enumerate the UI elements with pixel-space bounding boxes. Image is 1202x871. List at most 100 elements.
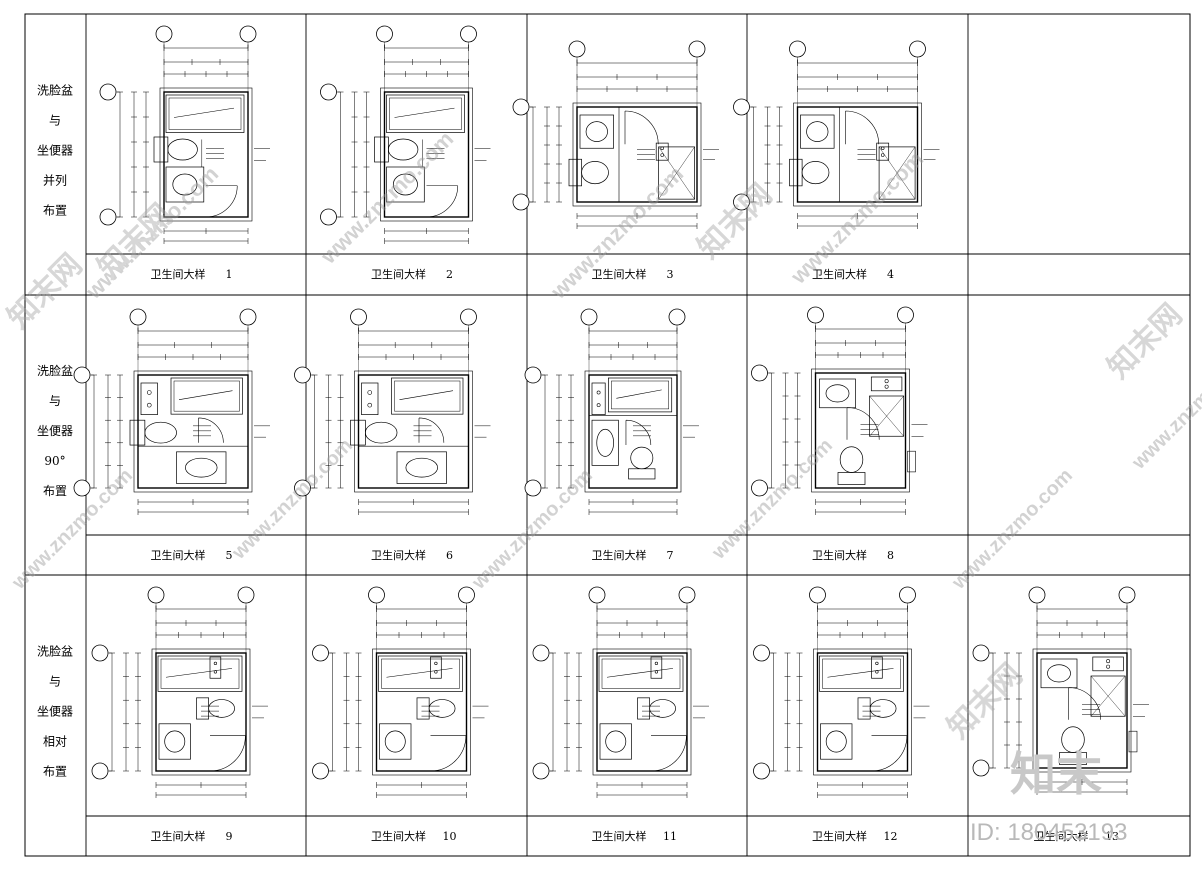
bath-tub-inner (381, 658, 460, 689)
vanity-knob (1106, 664, 1111, 669)
room-wall-outer (584, 370, 682, 493)
tub-line (606, 668, 674, 678)
axis-bubble (312, 644, 329, 662)
basin-bowl (596, 428, 614, 457)
caption-title: 卫生间大样 (592, 267, 647, 281)
vanity (655, 142, 669, 161)
shower-tray (878, 146, 916, 200)
toilet-tank (568, 158, 582, 187)
watermark-text: www.znzmo.com (315, 126, 458, 269)
axis-bubble (972, 644, 990, 662)
caption-number: 11 (663, 830, 677, 843)
vanity (870, 376, 903, 392)
axis-bubble (460, 308, 477, 326)
room-wall-outer (151, 648, 251, 776)
basin-counter (165, 166, 205, 203)
toilet-bowl (144, 421, 177, 444)
door-swing (198, 417, 224, 443)
row-label-text: 布置 (43, 204, 67, 218)
axis-bubble (147, 586, 165, 604)
bath-tub-inner (160, 658, 240, 689)
vanity-knob (880, 146, 885, 150)
row-label-text: 坐便器 (37, 705, 73, 719)
caption-title: 卫生间大样 (592, 829, 647, 843)
id-label: ID: 180453193 (970, 819, 1127, 846)
door-swing (418, 417, 445, 443)
basin-counter (379, 723, 412, 760)
vanity-knob (875, 661, 879, 665)
row-label-text: 洗脸盆 (37, 645, 73, 659)
axis-bubble (753, 644, 770, 662)
room-wall-outer (592, 648, 692, 776)
vent (1128, 730, 1138, 753)
vanity (1092, 656, 1124, 672)
room-wall (1036, 652, 1128, 769)
row-label-text: 布置 (43, 484, 67, 498)
vanity-knob (213, 661, 217, 665)
vanity (430, 656, 442, 679)
bath-tub (165, 94, 245, 133)
toilet-bowl (801, 161, 830, 185)
vent (907, 450, 916, 473)
watermark-cn: 知末网 (942, 658, 1029, 745)
basin-counter (591, 419, 619, 466)
vanity-knob (367, 390, 373, 395)
axis-bubble (294, 366, 311, 384)
vanity-knob (880, 153, 885, 157)
axis-bubble (458, 586, 475, 604)
toilet-bowl (1061, 726, 1085, 753)
axis-bubble (532, 762, 550, 780)
toilet-tank (789, 158, 803, 187)
vanity-knob (146, 390, 152, 395)
basin-counter (819, 378, 856, 409)
axis-bubble (568, 40, 586, 58)
basin-counter (158, 723, 191, 760)
room-wall-outer (793, 102, 922, 207)
axis-bubble (73, 366, 91, 384)
bath-tub-inner (389, 97, 462, 130)
floor-plan (972, 586, 1149, 795)
axis-bubble (678, 586, 696, 604)
axis-bubble (237, 586, 255, 604)
basin-counter (396, 451, 447, 484)
toilet-tank (837, 472, 866, 485)
toilet-bowl (839, 446, 864, 473)
room-wall (816, 652, 909, 772)
floor-plan (733, 40, 940, 229)
bath-tub-inner (601, 658, 681, 689)
row-label-text: 90° (44, 454, 65, 468)
caption-title: 卫生间大样 (592, 548, 647, 562)
watermark-cn: 知末网 (1102, 298, 1189, 385)
axis-bubble (350, 308, 367, 326)
caption-number: 5 (226, 549, 233, 562)
axis-bubble (524, 366, 542, 384)
floor-plan (312, 586, 489, 798)
vanity-knob (660, 153, 664, 157)
door-swing (846, 407, 880, 440)
basin-counter (1040, 658, 1078, 689)
room-wall (137, 374, 249, 489)
vanity-knob (213, 670, 217, 674)
basin-counter (820, 723, 853, 760)
bath-tub-inner (394, 380, 461, 412)
row-label-text: 与 (49, 675, 61, 689)
vanity-knob (654, 661, 658, 665)
floor-plan (524, 308, 699, 515)
bath-tub (157, 655, 243, 692)
axis-bubble (239, 25, 257, 43)
axis-bubble (909, 40, 926, 58)
floor-plan (99, 25, 270, 244)
basin-bowl (185, 457, 218, 478)
toilet-bowl (208, 699, 235, 718)
row-label-text: 并列 (43, 174, 67, 188)
axis-bubble (312, 762, 329, 780)
bath-tub-inner (822, 658, 901, 689)
bath-tub (819, 655, 904, 692)
basin-bowl (164, 730, 186, 753)
room-wall (357, 374, 470, 489)
bath-tub (391, 377, 464, 415)
axis-bubble (580, 308, 598, 326)
door-swing (430, 735, 467, 772)
